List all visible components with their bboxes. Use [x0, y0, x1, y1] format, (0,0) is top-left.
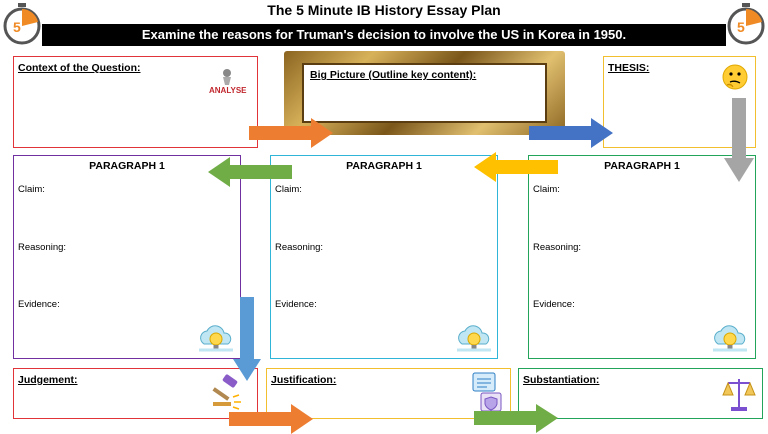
arrow-orange-top [249, 118, 333, 148]
arrow-orange-bottom [229, 404, 313, 434]
stopwatch-icon-left: 5 [3, 3, 41, 45]
evidence-label: Evidence: [275, 299, 317, 310]
arrow-blue-top [529, 118, 613, 148]
evidence-label: Evidence: [18, 299, 60, 310]
paragraph-heading: PARAGRAPH 1 [89, 160, 165, 172]
context-label: Context of the Question: [18, 62, 141, 74]
scales-icon [722, 379, 756, 411]
claim-label: Claim: [18, 184, 45, 195]
arrow-green-bottom [474, 404, 558, 433]
thinking-face-icon [722, 64, 748, 90]
document-shield-icon [472, 372, 502, 412]
big-picture-label: Big Picture (Outline key content): [310, 69, 477, 81]
essay-question: Examine the reasons for Truman's decisio… [42, 24, 726, 46]
evidence-label: Evidence: [533, 299, 575, 310]
big-picture-box[interactable]: Big Picture (Outline key content): [302, 63, 547, 123]
idea-cloud-icon [199, 325, 233, 352]
thesis-box[interactable]: THESIS: [603, 56, 756, 148]
justification-box[interactable]: Justification: [266, 368, 511, 419]
timer-digit-left: 5 [13, 19, 21, 35]
paragraph-box-middle[interactable]: PARAGRAPH 1 Claim: Reasoning: Evidence: [270, 155, 498, 359]
claim-label: Claim: [275, 184, 302, 195]
substantiation-label: Substantiation: [523, 374, 600, 386]
substantiation-box[interactable]: Substantiation: [518, 368, 763, 419]
paragraph-heading: PARAGRAPH 1 [604, 160, 680, 172]
big-picture-frame: Big Picture (Outline key content): [284, 51, 565, 135]
arrow-lightblue-down [233, 297, 261, 381]
page-title: The 5 Minute IB History Essay Plan [267, 2, 501, 18]
gavel-icon [212, 374, 241, 410]
judgement-box[interactable]: Judgement: [13, 368, 258, 419]
reasoning-label: Reasoning: [275, 242, 324, 253]
reasoning-label: Reasoning: [533, 242, 582, 253]
justification-label: Justification: [271, 374, 337, 386]
claim-label: Claim: [533, 184, 560, 195]
arrow-yellow-left [474, 152, 558, 182]
arrow-green-left [208, 157, 292, 187]
analyse-icon: ANALYSE [209, 67, 247, 95]
judgement-label: Judgement: [18, 374, 78, 386]
reasoning-label: Reasoning: [18, 242, 67, 253]
stopwatch-icon-right: 5 [727, 3, 765, 45]
thesis-label: THESIS: [608, 62, 650, 74]
paragraph-box-left[interactable]: PARAGRAPH 1 Claim: Reasoning: Evidence: [13, 155, 241, 359]
arrow-grey-down [724, 98, 754, 182]
analyse-tag: ANALYSE [209, 86, 247, 95]
timer-digit-right: 5 [737, 19, 745, 35]
idea-cloud-icon [713, 325, 747, 352]
idea-cloud-icon [457, 325, 491, 352]
paragraph-box-right[interactable]: PARAGRAPH 1 Claim: Reasoning: Evidence: [528, 155, 756, 359]
context-box[interactable]: Context of the Question: ANALYSE [13, 56, 258, 148]
paragraph-heading: PARAGRAPH 1 [346, 160, 422, 172]
